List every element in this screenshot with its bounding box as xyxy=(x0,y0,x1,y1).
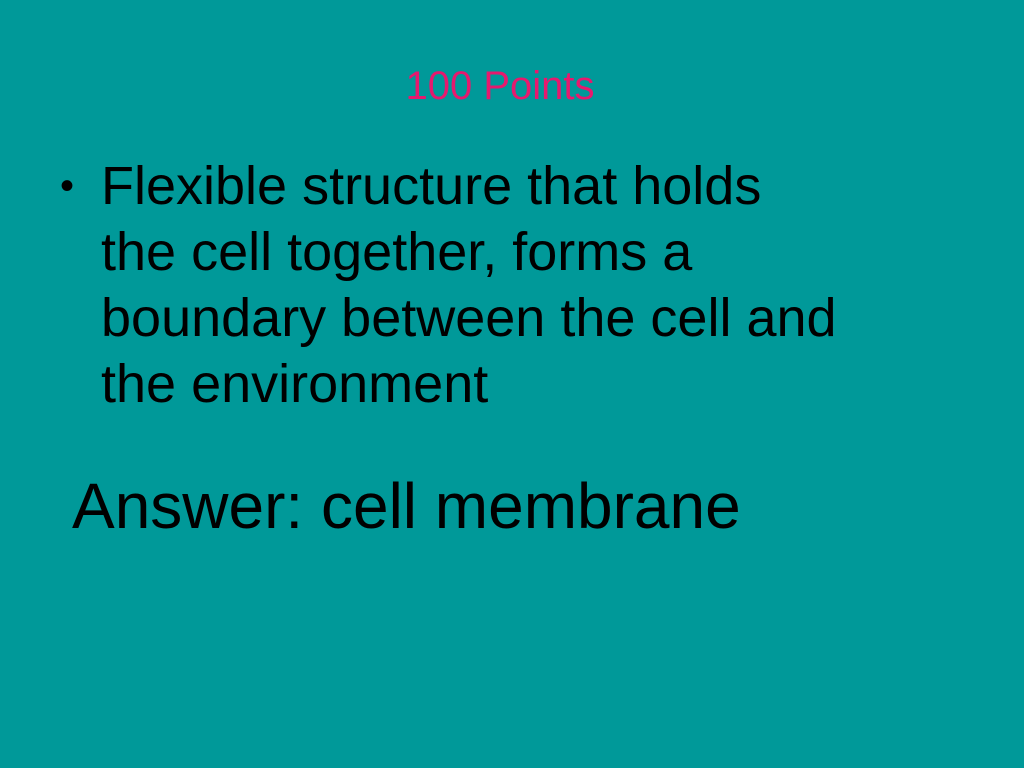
answer-text: Answer: cell membrane xyxy=(72,470,741,542)
bullet-line: boundary between the cell and xyxy=(101,288,837,348)
bullet-line: the environment xyxy=(101,354,489,414)
slide-title: 100 Points xyxy=(405,64,595,108)
bullet-item: • Flexible structure that holds the cell… xyxy=(60,153,980,417)
bullet-marker: • xyxy=(60,164,75,208)
bullet-line: Flexible structure that holds xyxy=(101,156,762,216)
bullet-line: the cell together, forms a xyxy=(101,222,693,282)
bullet-list: • Flexible structure that holds the cell… xyxy=(60,153,980,417)
